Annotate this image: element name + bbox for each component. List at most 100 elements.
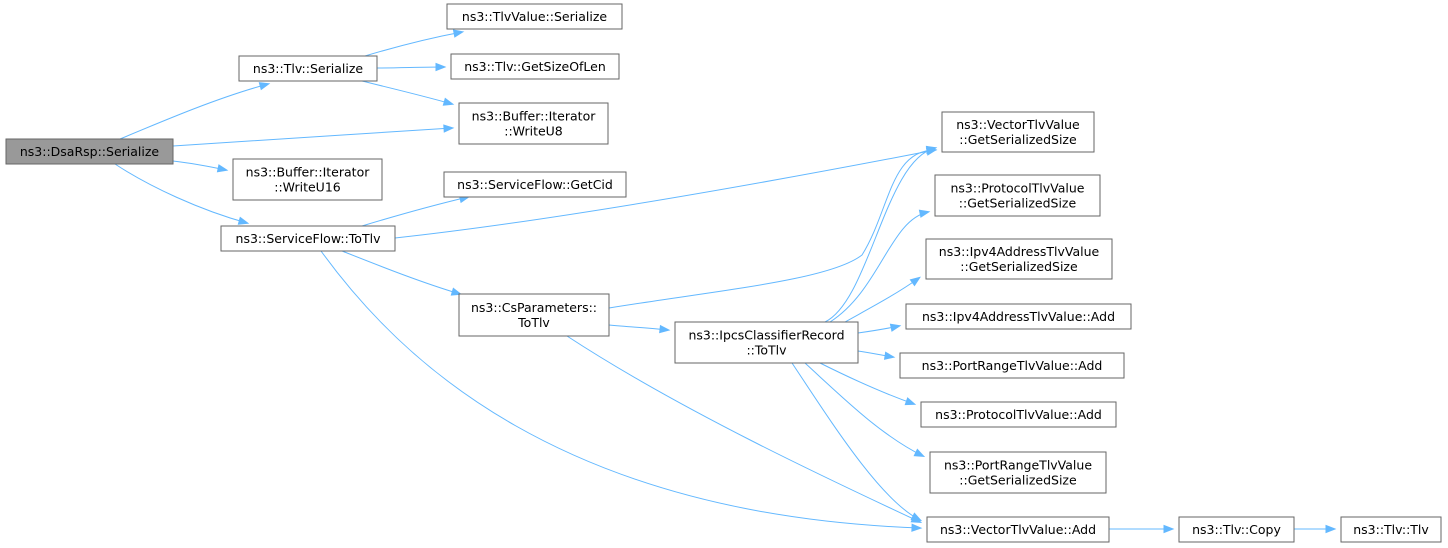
edge-tlv-serialize-to-tlv-getsizeoflen bbox=[376, 62, 447, 72]
node-label: ::WriteU8 bbox=[504, 124, 563, 139]
edge-line bbox=[819, 362, 915, 405]
node-box[interactable] bbox=[450, 53, 620, 80]
node-buffer-writeu16[interactable]: ns3::Buffer::Iterator::WriteU16 bbox=[232, 158, 383, 201]
edge-tlv-copy-to-tlv-tlv bbox=[1294, 524, 1337, 534]
edge-arrowhead bbox=[237, 216, 250, 225]
node-ipv4tlv-add[interactable]: ns3::Ipv4AddressTlvValue::Add bbox=[905, 303, 1132, 330]
edge-line bbox=[829, 211, 929, 323]
node-label: ToTlv bbox=[517, 315, 550, 330]
node-label: ns3::Tlv::Tlv bbox=[1353, 522, 1429, 537]
node-box[interactable] bbox=[5, 138, 174, 165]
node-box[interactable] bbox=[899, 352, 1125, 379]
node-ipcs-totlv[interactable]: ns3::IpcsClassifierRecord::ToTlv bbox=[674, 321, 859, 364]
nodes-layer: ns3::DsaRsp::Serialize ns3::Tlv::Serializ… bbox=[5, 3, 1442, 543]
edge-arrowhead bbox=[883, 351, 896, 360]
edge-tlv-serialize-to-tlvvalue-serialize bbox=[364, 29, 465, 57]
node-label: ns3::PortRangeTlvValue::Add bbox=[922, 358, 1103, 373]
node-box[interactable] bbox=[934, 174, 1101, 217]
node-buffer-writeu8[interactable]: ns3::Buffer::Iterator::WriteU8 bbox=[458, 102, 609, 145]
node-tlv-serialize[interactable]: ns3::Tlv::Serialize bbox=[238, 55, 378, 82]
node-box[interactable] bbox=[674, 321, 859, 364]
node-box[interactable] bbox=[920, 401, 1117, 428]
node-tlv-getsizeoflen[interactable]: ns3::Tlv::GetSizeOfLen bbox=[450, 53, 620, 80]
edge-line bbox=[824, 147, 936, 323]
edge-arrowhead bbox=[904, 397, 917, 406]
node-vectortlv-add[interactable]: ns3::VectorTlvValue::Add bbox=[926, 516, 1110, 543]
edge-arrowhead bbox=[911, 523, 923, 532]
edge-line bbox=[566, 335, 921, 523]
node-box[interactable] bbox=[458, 102, 609, 145]
edge-dsarsp-serialize-to-buffer-writeu16 bbox=[172, 160, 229, 173]
edge-arrowhead bbox=[1325, 524, 1337, 534]
node-box[interactable] bbox=[929, 451, 1107, 494]
node-box[interactable] bbox=[238, 55, 378, 82]
edge-line bbox=[364, 31, 463, 57]
node-tlvvalue-serialize[interactable]: ns3::TlvValue::Serialize bbox=[446, 3, 623, 30]
edge-line bbox=[608, 324, 669, 331]
edge-arrowhead bbox=[443, 124, 455, 133]
node-csparameters-totlv[interactable]: ns3::CsParameters::ToTlv bbox=[458, 293, 610, 337]
node-protocoltlv-add[interactable]: ns3::ProtocolTlvValue::Add bbox=[920, 401, 1117, 428]
edge-line bbox=[804, 362, 924, 457]
node-box[interactable] bbox=[220, 225, 396, 252]
node-box[interactable] bbox=[1178, 516, 1295, 543]
node-box[interactable] bbox=[458, 293, 610, 337]
node-box[interactable] bbox=[446, 3, 623, 30]
edge-line bbox=[376, 66, 445, 69]
edge-ipcs-totlv-to-ipv4tlv-add bbox=[857, 323, 902, 334]
node-box[interactable] bbox=[1340, 516, 1442, 543]
node-box[interactable] bbox=[232, 158, 383, 201]
node-protocoltlv-getsize[interactable]: ns3::ProtocolTlvValue::GetSerializedSize bbox=[934, 174, 1101, 217]
node-label: ns3::VectorTlvValue bbox=[956, 117, 1080, 132]
edge-ipcs-totlv-to-portrange-getsize bbox=[804, 362, 926, 458]
node-label: ns3::ProtocolTlvValue bbox=[950, 181, 1084, 196]
edge-line bbox=[394, 149, 936, 239]
node-label: ns3::DsaRsp::Serialize bbox=[20, 144, 160, 159]
node-ipv4tlv-getsize[interactable]: ns3::Ipv4AddressTlvValue::GetSerializedS… bbox=[925, 238, 1113, 280]
node-label: ns3::IpcsClassifierRecord bbox=[688, 328, 844, 343]
node-label: ns3::Tlv::Copy bbox=[1192, 522, 1281, 537]
node-serviceflow-getcid[interactable]: ns3::ServiceFlow::GetCid bbox=[443, 171, 627, 198]
node-dsarsp-serialize[interactable]: ns3::DsaRsp::Serialize bbox=[5, 138, 174, 165]
edge-line bbox=[844, 277, 920, 323]
node-box[interactable] bbox=[905, 303, 1132, 330]
edge-line bbox=[320, 250, 921, 529]
node-label: ns3::TlvValue::Serialize bbox=[462, 9, 607, 24]
edge-serviceflow-totlv-to-csparameters-totlv bbox=[341, 250, 463, 296]
node-box[interactable] bbox=[925, 238, 1113, 280]
edge-arrowhead bbox=[659, 324, 671, 334]
edge-ipcs-totlv-to-ipv4tlv-getsize bbox=[844, 276, 921, 323]
node-tlv-copy[interactable]: ns3::Tlv::Copy bbox=[1178, 516, 1295, 543]
node-label: ns3::ServiceFlow::GetCid bbox=[457, 177, 613, 192]
node-portrange-getsize[interactable]: ns3::PortRangeTlvValue::GetSerializedSiz… bbox=[929, 451, 1107, 494]
edge-arrowhead bbox=[450, 287, 463, 296]
node-box[interactable] bbox=[443, 171, 627, 198]
edge-arrowhead bbox=[452, 29, 465, 38]
edge-dsarsp-serialize-to-serviceflow-totlv bbox=[114, 163, 250, 225]
edge-line bbox=[361, 196, 469, 227]
edge-dsarsp-serialize-to-buffer-writeu8 bbox=[172, 124, 455, 147]
node-box[interactable] bbox=[926, 516, 1110, 543]
node-label: ns3::Ipv4AddressTlvValue bbox=[939, 244, 1100, 259]
node-portrange-add[interactable]: ns3::PortRangeTlvValue::Add bbox=[899, 352, 1125, 379]
node-box[interactable] bbox=[941, 111, 1095, 153]
node-label: ns3::CsParameters:: bbox=[471, 300, 597, 315]
edge-ipcs-totlv-to-vectortlv-add bbox=[791, 362, 923, 522]
edge-arrowhead bbox=[442, 97, 455, 106]
edge-arrowhead bbox=[913, 448, 926, 458]
edge-arrowhead bbox=[435, 62, 447, 72]
edge-ipcs-totlv-to-protocoltlv-getsize bbox=[829, 209, 931, 323]
edge-line bbox=[119, 83, 269, 140]
edge-arrowhead bbox=[910, 512, 923, 522]
node-vectortlv-getsize[interactable]: ns3::VectorTlvValue::GetSerializedSize bbox=[941, 111, 1095, 153]
edge-arrowhead bbox=[216, 164, 229, 173]
node-label: ::GetSerializedSize bbox=[960, 259, 1078, 274]
node-tlv-tlv[interactable]: ns3::Tlv::Tlv bbox=[1340, 516, 1442, 543]
edge-arrowhead bbox=[1163, 524, 1175, 534]
node-serviceflow-totlv[interactable]: ns3::ServiceFlow::ToTlv bbox=[220, 225, 396, 252]
edge-line bbox=[114, 163, 248, 224]
node-label: ns3::PortRangeTlvValue bbox=[944, 458, 1092, 473]
node-label: ns3::Buffer::Iterator bbox=[472, 109, 597, 124]
edge-dsarsp-serialize-to-tlv-serialize bbox=[119, 82, 271, 140]
edge-arrowhead bbox=[918, 209, 931, 218]
